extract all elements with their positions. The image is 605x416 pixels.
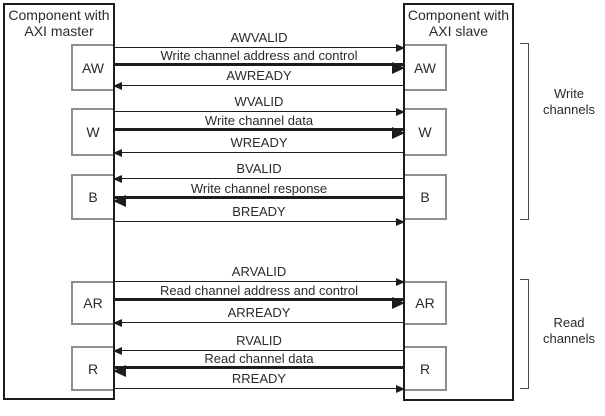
master-port-ar-label: AR bbox=[83, 295, 103, 311]
r-payload-label: Read channel data bbox=[204, 351, 314, 366]
awvalid-label: AWVALID bbox=[230, 30, 288, 45]
arrowhead-right-icon bbox=[396, 278, 405, 286]
read-channels-bracket bbox=[520, 279, 529, 389]
r-payload-arrow bbox=[113, 364, 403, 377]
rvalid-label: RVALID bbox=[236, 333, 282, 348]
slave-port-b: B bbox=[403, 174, 447, 220]
master-title: Component with AXI master bbox=[3, 7, 115, 39]
slave-title-line2: AXI slave bbox=[428, 23, 489, 39]
arrowhead-left-icon bbox=[113, 175, 122, 183]
arrowhead-left-icon bbox=[113, 364, 126, 377]
ar-payload-arrow bbox=[115, 296, 405, 309]
wvalid-label: WVALID bbox=[234, 94, 284, 109]
master-port-w: W bbox=[71, 108, 115, 156]
read-channels-label-line1: Read bbox=[553, 315, 585, 330]
arrowhead-right-icon bbox=[392, 126, 405, 139]
arrowhead-right-icon bbox=[392, 61, 405, 74]
slave-title: Component with AXI slave bbox=[403, 7, 514, 39]
arrowhead-left-icon bbox=[113, 347, 122, 355]
arrowhead-left-icon bbox=[113, 319, 122, 327]
ar-payload-label: Read channel address and control bbox=[159, 283, 359, 298]
b-payload-label: Write channel response bbox=[190, 181, 328, 196]
arrowhead-right-icon bbox=[396, 44, 405, 52]
slave-port-w-label: W bbox=[418, 124, 432, 140]
master-port-r-label: R bbox=[87, 360, 99, 377]
awvalid-arrow bbox=[115, 44, 405, 52]
wready-label: WREADY bbox=[230, 135, 288, 150]
awready-label: AWREADY bbox=[226, 68, 292, 83]
bready-label: BREADY bbox=[232, 204, 286, 219]
write-channels-label: Write channels bbox=[534, 86, 604, 118]
bvalid-arrow bbox=[113, 175, 403, 183]
write-channels-bracket bbox=[520, 43, 529, 220]
arvalid-label: ARVALID bbox=[231, 264, 287, 279]
arrowhead-right-icon bbox=[396, 218, 405, 226]
wready-arrow bbox=[113, 149, 403, 157]
arvalid-arrow bbox=[115, 278, 405, 286]
slave-title-line1: Component with bbox=[407, 7, 510, 23]
awready-arrow bbox=[113, 82, 403, 90]
read-channels-label: Read channels bbox=[534, 315, 604, 347]
slave-port-ar-label: AR bbox=[415, 295, 435, 311]
master-port-r: R bbox=[71, 346, 115, 391]
slave-port-b-label: B bbox=[420, 189, 430, 205]
arready-label: ARREADY bbox=[227, 305, 291, 320]
w-payload-label: Write channel data bbox=[204, 113, 314, 128]
read-channels-label-line2: channels bbox=[542, 331, 596, 346]
write-channels-label-line1: Write bbox=[553, 86, 585, 101]
master-port-b-label: B bbox=[88, 189, 98, 205]
bready-arrow bbox=[115, 218, 405, 226]
write-channels-label-line2: channels bbox=[542, 102, 596, 117]
master-port-aw-label: AW bbox=[81, 59, 105, 76]
aw-payload-label: Write channel address and control bbox=[160, 48, 358, 63]
b-payload-arrow bbox=[113, 194, 403, 207]
aw-payload-arrow bbox=[115, 61, 405, 74]
arrowhead-right-icon bbox=[396, 385, 405, 393]
arrowhead-right-icon bbox=[396, 108, 405, 116]
wvalid-arrow bbox=[115, 108, 405, 116]
master-port-b: B bbox=[71, 174, 115, 220]
rready-arrow bbox=[115, 385, 405, 393]
master-port-ar: AR bbox=[71, 281, 115, 325]
arrowhead-left-icon bbox=[113, 82, 122, 90]
master-title-line2: AXI master bbox=[24, 23, 94, 39]
arready-arrow bbox=[113, 319, 403, 327]
w-payload-arrow bbox=[115, 126, 405, 139]
master-title-line1: Component with bbox=[8, 7, 110, 23]
slave-port-r: R bbox=[403, 346, 447, 391]
bvalid-label: BVALID bbox=[236, 161, 282, 176]
slave-port-ar: AR bbox=[403, 281, 447, 325]
master-port-w-label: W bbox=[86, 124, 100, 140]
arrowhead-left-icon bbox=[113, 149, 122, 157]
slave-port-r-label: R bbox=[419, 360, 431, 377]
rvalid-arrow bbox=[113, 347, 403, 355]
slave-port-aw-label: AW bbox=[413, 59, 437, 76]
slave-port-aw: AW bbox=[403, 44, 447, 91]
arrowhead-right-icon bbox=[392, 296, 405, 309]
master-port-aw: AW bbox=[71, 44, 115, 91]
slave-port-w: W bbox=[403, 108, 447, 156]
arrowhead-left-icon bbox=[113, 194, 126, 207]
rready-label: RREADY bbox=[231, 371, 287, 386]
